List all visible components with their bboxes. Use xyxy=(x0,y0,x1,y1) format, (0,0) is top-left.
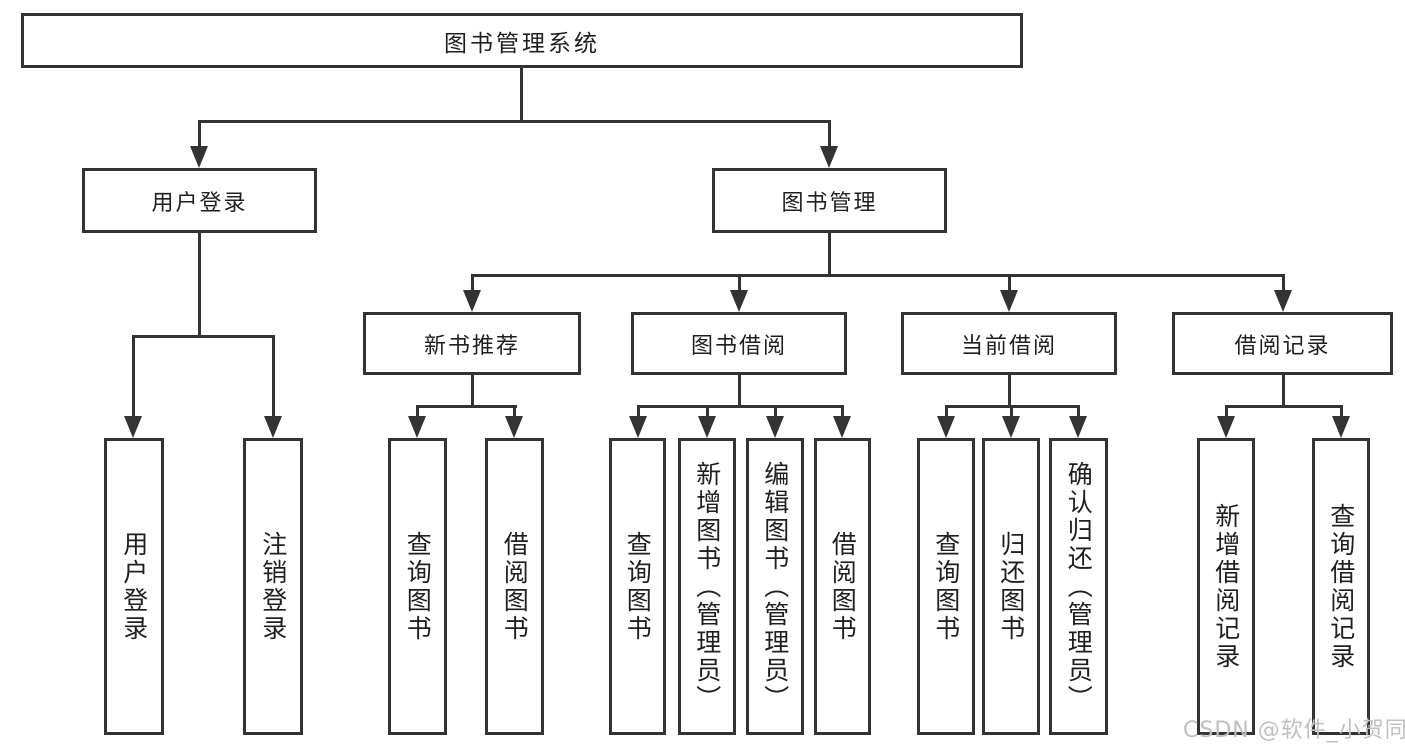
connector-drop xyxy=(1010,405,1013,417)
node-root: 图书管理系统 xyxy=(21,13,1023,68)
connector-user-login-stub xyxy=(198,233,201,337)
leaf-logout: 注销登录 xyxy=(243,438,303,735)
leaf-query-book: 查询图书 xyxy=(609,438,666,735)
arrow-down-icon xyxy=(820,146,838,168)
connector-hline xyxy=(1225,405,1343,408)
leaf-user-login: 用户登录 xyxy=(104,438,164,735)
leaf-confirm-return-admin: 确认归还（管理员） xyxy=(1049,438,1108,735)
connector-drop xyxy=(1340,405,1343,417)
arrow-down-icon xyxy=(833,416,851,438)
arrow-down-icon xyxy=(766,416,784,438)
arrow-down-icon xyxy=(505,416,523,438)
node-user-login: 用户登录 xyxy=(82,168,317,233)
connector-drop xyxy=(1008,274,1011,292)
connector-hline xyxy=(416,405,517,408)
arrow-down-icon xyxy=(629,416,647,438)
connector-drop xyxy=(841,405,844,417)
connector-stub xyxy=(738,375,741,407)
arrow-down-icon xyxy=(463,290,481,312)
arrow-down-icon xyxy=(1002,416,1020,438)
connector-drop-user-login xyxy=(198,120,201,148)
connector-drop xyxy=(1282,274,1285,292)
arrow-down-icon xyxy=(698,416,716,438)
connector-level3-hline xyxy=(471,274,1285,277)
connector-drop xyxy=(513,405,516,417)
connector-drop xyxy=(637,405,640,417)
arrow-down-icon xyxy=(190,146,208,168)
connector-level2-hline xyxy=(198,120,831,123)
connector-user-login-hline xyxy=(132,335,275,338)
arrow-down-icon xyxy=(124,416,142,438)
node-borrow-records: 借阅记录 xyxy=(1172,312,1393,375)
arrow-down-icon xyxy=(937,416,955,438)
arrow-down-icon xyxy=(1000,290,1018,312)
node-new-book-rec: 新书推荐 xyxy=(363,312,581,375)
connector-drop xyxy=(132,335,135,417)
watermark-text: CSDN @软件_小贺同学 xyxy=(1183,718,1405,743)
connector-drop xyxy=(471,274,474,292)
connector-drop xyxy=(416,405,419,417)
arrow-down-icon xyxy=(1274,290,1292,312)
connector-root-stub xyxy=(520,68,523,122)
connector-hline xyxy=(637,405,844,408)
connector-drop-book-mgmt xyxy=(828,120,831,148)
connector-drop xyxy=(706,405,709,417)
leaf-add-borrow-record: 新增借阅记录 xyxy=(1197,438,1255,735)
connector-drop xyxy=(945,405,948,417)
connector-drop xyxy=(738,274,741,292)
arrow-down-icon xyxy=(1217,416,1235,438)
connector-drop xyxy=(272,335,275,417)
node-book-borrow: 图书借阅 xyxy=(631,312,847,375)
connector-stub xyxy=(471,375,474,407)
connector-stub xyxy=(1008,375,1011,407)
leaf-return-book: 归还图书 xyxy=(982,438,1040,735)
leaf-query-book: 查询图书 xyxy=(917,438,975,735)
node-current-borrow: 当前借阅 xyxy=(901,312,1117,375)
leaf-borrow-book: 借阅图书 xyxy=(485,438,544,735)
arrow-down-icon xyxy=(408,416,426,438)
connector-drop xyxy=(1077,405,1080,417)
connector-book-mgmt-stub xyxy=(828,233,831,277)
leaf-edit-book-admin: 编辑图书（管理员） xyxy=(746,438,804,735)
connector-drop xyxy=(774,405,777,417)
leaf-query-book: 查询图书 xyxy=(388,438,447,735)
connector-drop xyxy=(1225,405,1228,417)
leaf-query-borrow-record: 查询借阅记录 xyxy=(1312,438,1370,735)
arrow-down-icon xyxy=(1332,416,1350,438)
leaf-borrow-book: 借阅图书 xyxy=(814,438,871,735)
leaf-add-book-admin: 新增图书（管理员） xyxy=(678,438,736,735)
arrow-down-icon xyxy=(730,290,748,312)
connector-stub xyxy=(1282,375,1285,407)
node-book-mgmt: 图书管理 xyxy=(712,168,947,233)
arrow-down-icon xyxy=(264,416,282,438)
arrow-down-icon xyxy=(1069,416,1087,438)
